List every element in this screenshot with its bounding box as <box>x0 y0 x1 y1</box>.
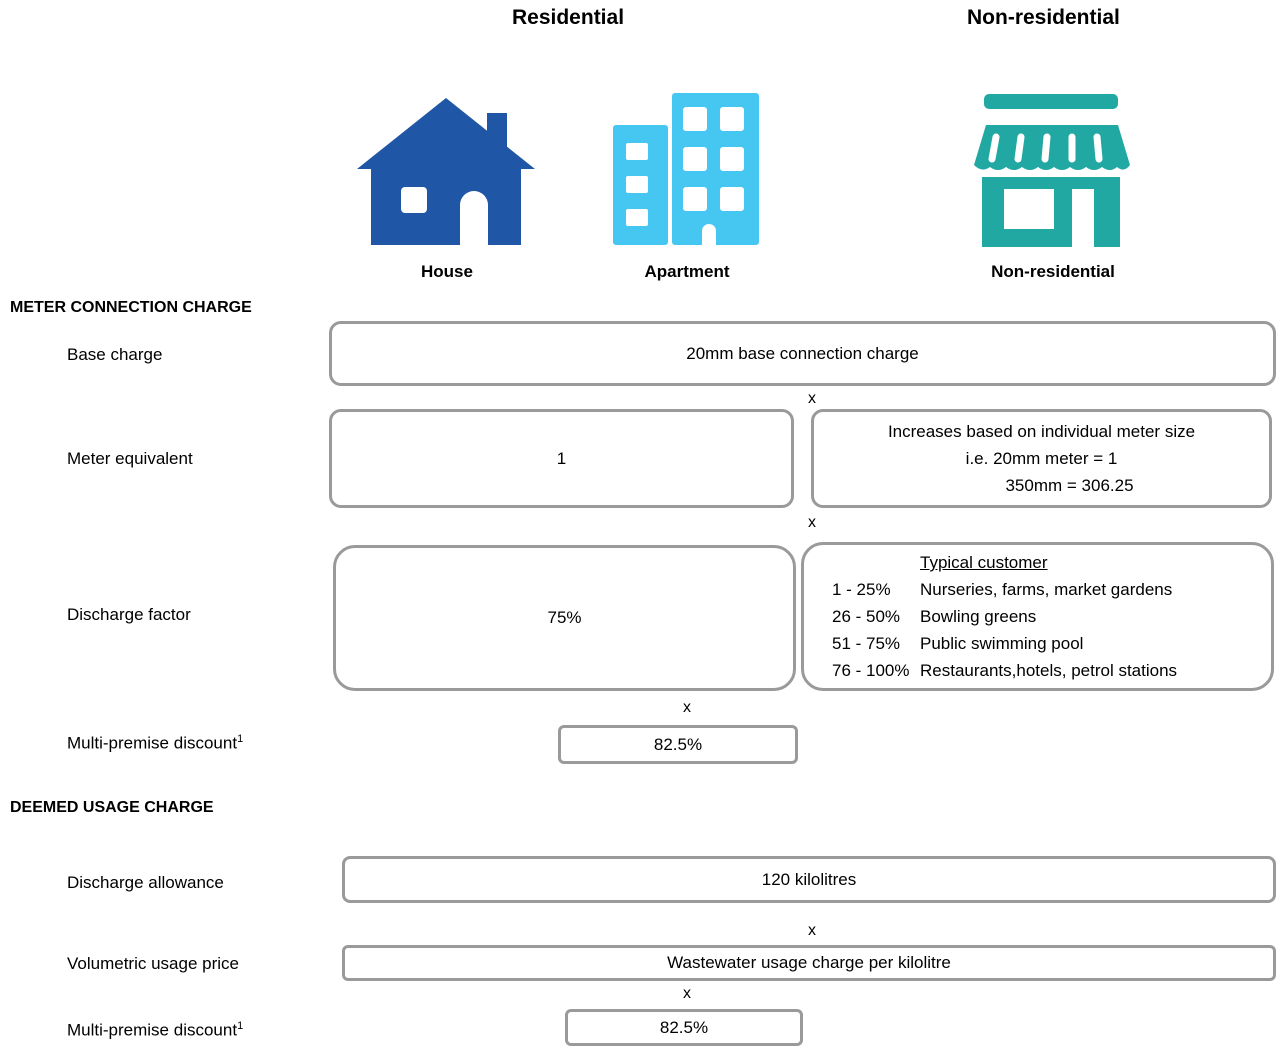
meter-equivalent-note-3: 350mm = 306.25 <box>1005 476 1134 495</box>
apartment-building-icon <box>613 93 759 245</box>
house-caption: House <box>421 262 473 281</box>
base-charge-box: 20mm base connection charge <box>329 321 1276 386</box>
residential-header: Residential <box>512 6 625 29</box>
non-residential-header: Non-residential <box>967 6 1120 29</box>
tier-range: 1 - 25% <box>832 580 891 599</box>
house-icon <box>357 98 535 245</box>
multi-premise-discount-box: 82.5% <box>565 1009 803 1046</box>
meter-equivalent-residential-box: 1 <box>329 409 794 508</box>
multi-premise-discount-label: Multi-premise discount1 <box>67 733 243 754</box>
meter-equivalent-non-residential-box: Increases based on individual meter size… <box>811 409 1272 508</box>
multi-premise-discount-text: Multi-premise discount <box>67 1020 238 1040</box>
tier-customer: Bowling greens <box>920 607 1037 626</box>
multiply-operator: x <box>683 985 691 1002</box>
multiply-operator: x <box>808 390 816 407</box>
apartment-caption: Apartment <box>644 262 730 281</box>
meter-equivalent-note-2: i.e. 20mm meter = 1 <box>965 449 1118 468</box>
multi-premise-discount-label: Multi-premise discount1 <box>67 1020 243 1041</box>
meter-equivalent-residential-value: 1 <box>556 448 567 468</box>
discharge-allowance-box: 120 kilolitres <box>342 856 1276 903</box>
footnote-marker: 1 <box>237 1020 244 1032</box>
multiply-operator: x <box>808 922 816 939</box>
tier-customer: Nurseries, farms, market gardens <box>920 580 1173 599</box>
non-residential-caption: Non-residential <box>991 262 1115 281</box>
tier-row: 51 - 75% Public swimming pool <box>832 630 1177 657</box>
volumetric-usage-price-value: Wastewater usage charge per kilolitre <box>667 953 951 972</box>
discharge-factor-residential-value: 75% <box>547 608 582 627</box>
discharge-factor-table: Typical customer 1 - 25% Nurseries, farms… <box>832 549 1177 684</box>
tier-range: 26 - 50% <box>832 607 901 626</box>
volumetric-usage-price-label: Volumetric usage price <box>67 954 239 973</box>
multi-premise-discount-text: Multi-premise discount <box>67 733 238 753</box>
multi-premise-discount-value: 82.5% <box>659 1017 709 1037</box>
multi-premise-discount-box: 82.5% <box>558 725 798 764</box>
volumetric-usage-price-box: Wastewater usage charge per kilolitre <box>342 945 1276 981</box>
deemed-usage-title: DEEMED USAGE CHARGE <box>10 799 214 816</box>
multiply-operator: x <box>683 699 691 716</box>
tier-customer: Restaurants,hotels, petrol stations <box>920 661 1178 680</box>
typical-customer-heading: Typical customer <box>920 553 1048 572</box>
discharge-factor-table-box: Typical customer 1 - 25% Nurseries, farms… <box>801 542 1274 691</box>
discharge-factor-residential-box: 75% <box>333 545 796 691</box>
tier-row: 1 - 25% Nurseries, farms, market gardens <box>832 576 1177 603</box>
meter-equivalent-note-1: Increases based on individual meter size <box>887 422 1196 441</box>
footnote-marker: 1 <box>237 733 244 745</box>
meter-connection-title: METER CONNECTION CHARGE <box>10 299 252 316</box>
tier-range: 76 - 100% <box>832 661 910 680</box>
tier-range: 51 - 75% <box>832 634 901 653</box>
discharge-factor-label: Discharge factor <box>67 605 191 624</box>
multiply-operator: x <box>808 514 816 531</box>
base-charge-value: 20mm base connection charge <box>686 343 919 363</box>
tier-row: 26 - 50% Bowling greens <box>832 603 1177 630</box>
discharge-allowance-value: 120 kilolitres <box>761 869 857 889</box>
meter-equivalent-label: Meter equivalent <box>67 449 193 468</box>
base-charge-label: Base charge <box>67 345 163 364</box>
tier-row: 76 - 100% Restaurants,hotels, petrol stat… <box>832 657 1177 684</box>
tier-customer: Public swimming pool <box>920 634 1084 653</box>
multi-premise-discount-value: 82.5% <box>653 734 703 754</box>
shop-storefront-icon <box>974 94 1130 247</box>
discharge-allowance-label: Discharge allowance <box>67 873 224 892</box>
